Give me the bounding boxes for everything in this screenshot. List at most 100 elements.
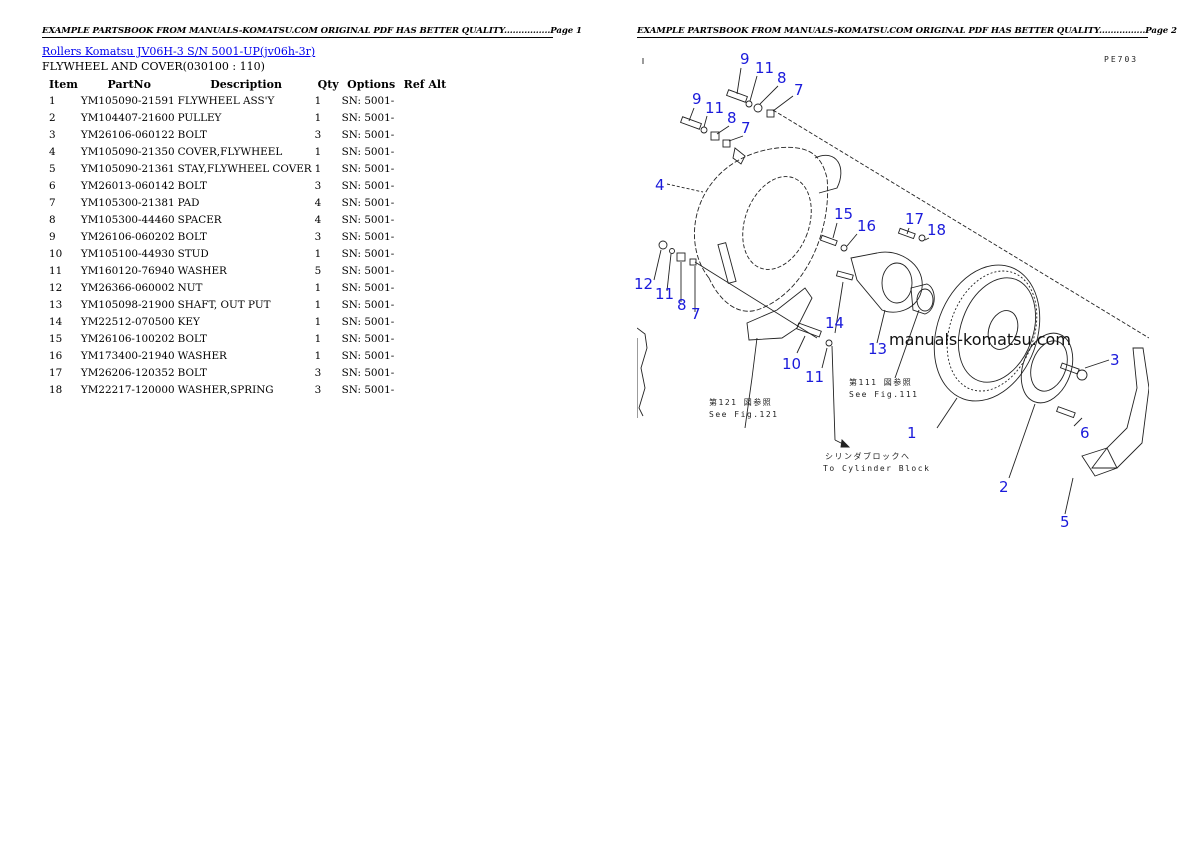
callout-label: 11 — [805, 368, 825, 386]
item-number: 13 — [49, 298, 63, 311]
page-header: EXAMPLE PARTSBOOK FROM MANUALS-KOMATSU.C… — [42, 26, 582, 36]
options: SN: 5001- — [341, 128, 395, 141]
part-description: SHAFT, OUT PUT — [177, 298, 271, 311]
ref-alt — [401, 347, 450, 364]
item-number: 5 — [49, 162, 56, 175]
ref-alt — [401, 296, 450, 313]
item-number: 6 — [49, 179, 56, 192]
quantity: 1 — [314, 111, 322, 124]
col-options: Options — [347, 77, 396, 91]
callout-label: 2 — [999, 478, 1009, 496]
item-number: 14 — [49, 315, 63, 328]
callout-label: 11 — [755, 59, 775, 77]
part-number: YM105090-21591 — [80, 94, 175, 107]
part-number: YM160120-76940 — [80, 264, 175, 277]
options: SN: 5001- — [341, 230, 395, 243]
options: SN: 5001- — [341, 298, 395, 311]
part-description: BOLT — [177, 230, 207, 243]
part-number: YM104407-21600 — [80, 111, 175, 124]
quantity: 1 — [314, 315, 322, 328]
item-number: 10 — [49, 247, 63, 260]
part-number: YM26106-100202 — [80, 332, 175, 345]
callout-label: 10 — [782, 355, 802, 373]
quantity: 1 — [314, 349, 322, 362]
callout-label: 18 — [927, 221, 947, 239]
options: SN: 5001- — [341, 145, 395, 158]
callout-label: 13 — [868, 340, 888, 358]
parts-table: Item PartNo Description Qty Options Ref … — [44, 76, 449, 398]
quantity: 3 — [314, 366, 322, 379]
part-number: YM105300-44460 — [80, 213, 175, 226]
part-description: PAD — [177, 196, 200, 209]
callout-label: 16 — [857, 217, 877, 235]
part-number: YM173400-21940 — [80, 349, 175, 362]
part-number: YM105090-21350 — [80, 145, 175, 158]
part-description: KEY — [177, 315, 200, 328]
callout-label: 5 — [1060, 513, 1070, 531]
page-2: EXAMPLE PARTSBOOK FROM MANUALS-KOMATSU.C… — [595, 0, 1190, 842]
diagram-drawing — [637, 58, 1149, 515]
model-title-link[interactable]: Rollers Komatsu JV06H-3 S/N 5001-UP(jv06… — [42, 45, 316, 58]
exploded-parts-diagram: PE703 manuals-komatsu.com 第121 図参照 See F… — [634, 48, 1149, 538]
options: SN: 5001- — [341, 94, 395, 107]
callout-label: 9 — [692, 90, 702, 108]
item-number: 18 — [49, 383, 63, 396]
callout-label: 4 — [655, 176, 665, 194]
callout-label: 11 — [705, 99, 725, 117]
item-number: 8 — [49, 213, 56, 226]
item-number: 1 — [49, 94, 56, 107]
part-description: SPACER — [177, 213, 222, 226]
item-number: 16 — [49, 349, 63, 362]
quantity: 1 — [314, 94, 322, 107]
quantity: 5 — [314, 264, 322, 277]
ref-alt — [401, 92, 450, 109]
callout-label: 8 — [727, 109, 737, 127]
ref-alt — [401, 262, 450, 279]
options: SN: 5001- — [341, 196, 395, 209]
callout-label: 7 — [691, 305, 701, 323]
ref-alt — [401, 211, 450, 228]
ref-alt — [401, 109, 450, 126]
options: SN: 5001- — [341, 332, 395, 345]
ref-alt — [401, 194, 450, 211]
item-number: 12 — [49, 281, 63, 294]
ref-alt — [401, 245, 450, 262]
part-number: YM105100-44930 — [80, 247, 175, 260]
note-fig111-jp: 第111 図参照 — [849, 378, 913, 387]
ref-alt — [401, 126, 450, 143]
callout-label: 6 — [1080, 424, 1090, 442]
part-description: BOLT — [177, 332, 207, 345]
callout-label: 15 — [834, 205, 854, 223]
part-description: BOLT — [177, 179, 207, 192]
col-qty: Qty — [317, 77, 339, 91]
item-number: 7 — [49, 196, 56, 209]
col-item: Item — [49, 77, 78, 91]
ref-alt — [401, 313, 450, 330]
options: SN: 5001- — [341, 213, 395, 226]
part-description: WASHER,SPRING — [177, 383, 274, 396]
ref-alt — [401, 160, 450, 177]
item-number: 3 — [49, 128, 56, 141]
item-number: 15 — [49, 332, 63, 345]
section-subtitle: FLYWHEEL AND COVER(030100 : 110) — [42, 60, 265, 73]
note-cylinder-jp: シリンダブロックへ — [825, 452, 911, 461]
quantity: 1 — [314, 162, 322, 175]
callout-label: 12 — [634, 275, 654, 293]
col-ref-alt: Ref Alt — [403, 77, 447, 91]
note-fig111-en: See Fig.111 — [849, 390, 919, 399]
part-description: BOLT — [177, 366, 207, 379]
callout-label: 14 — [825, 314, 845, 332]
quantity: 3 — [314, 179, 322, 192]
quantity: 3 — [314, 128, 322, 141]
quantity: 3 — [314, 230, 322, 243]
